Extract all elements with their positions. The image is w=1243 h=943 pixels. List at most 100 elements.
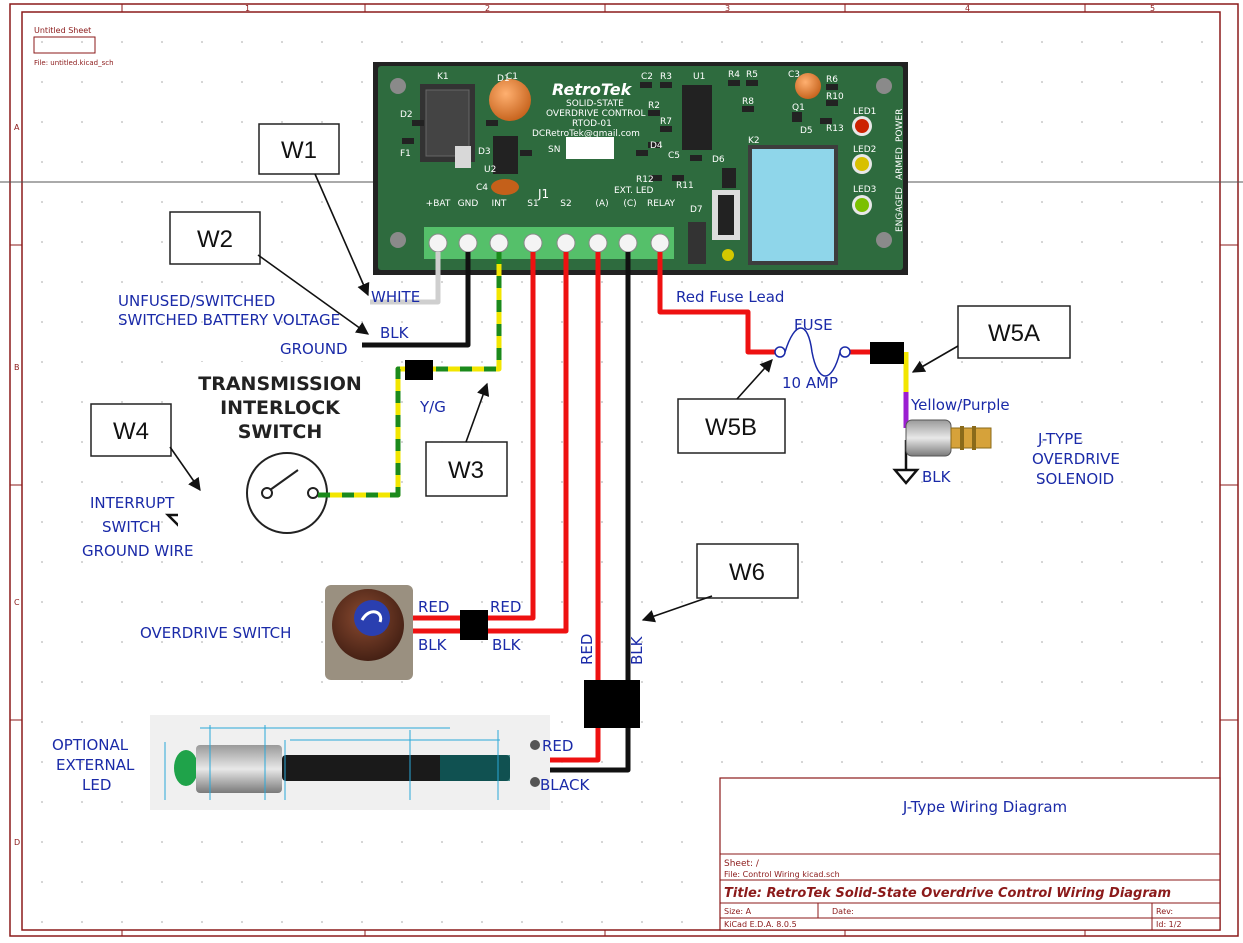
part-d2: D2: [400, 110, 413, 120]
part-r10: R10: [826, 92, 844, 102]
callout-w4[interactable]: W4: [90, 403, 172, 457]
fuse-icon: [774, 327, 851, 377]
border-number-2: 2: [485, 4, 490, 13]
part-u1: U1: [693, 72, 705, 82]
connector-switch: [460, 610, 488, 640]
part-d6: D6: [712, 155, 725, 165]
connector-yg: [405, 360, 433, 380]
sheet-symbol[interactable]: Untitled Sheet File: untitled.kicad_sch: [33, 26, 114, 67]
callout-w4-label: W4: [113, 418, 149, 445]
callout-w5b-label: W5B: [705, 414, 757, 441]
trans-line-2: INTERLOCK: [220, 397, 341, 419]
led1-icon: [855, 119, 869, 133]
trans-line-1: TRANSMISSION: [198, 373, 362, 395]
led-label-engaged: ENGAGED: [895, 187, 905, 232]
pcb-led-labels: POWER ARMED ENGAGED: [895, 109, 905, 232]
part-f1: F1: [400, 149, 411, 159]
pcb-brand: RetroTek: [552, 80, 633, 99]
led2-icon: [855, 157, 869, 171]
sheet-symbol-name: Untitled Sheet: [34, 26, 91, 35]
led3-icon: [855, 198, 869, 212]
wire-relay-red[interactable]: [657, 252, 780, 355]
label-red-left: RED: [418, 598, 449, 616]
part-sn: SN: [548, 145, 560, 155]
label-led-black: BLACK: [540, 776, 590, 794]
label-switched-battery: SWITCHED BATTERY VOLTAGE: [118, 311, 340, 329]
diagram-title: J-Type Wiring Diagram: [902, 798, 1067, 816]
pcb-line-3: RTOD-01: [572, 119, 612, 129]
callout-w5a[interactable]: W5A: [957, 305, 1071, 359]
terminal-s2: S2: [560, 199, 571, 209]
wire-white[interactable]: [370, 252, 441, 305]
label-red-fuse-lead: Red Fuse Lead: [676, 288, 784, 306]
sheet-symbol-file: File: untitled.kicad_sch: [34, 59, 114, 67]
pcb-email: DCRetroTek@gmail.com: [532, 129, 640, 139]
label-blk-left: BLK: [418, 636, 448, 654]
callout-w2-label: W2: [197, 226, 233, 253]
connector-fuse: [870, 342, 904, 364]
connector-led: [584, 680, 640, 728]
label-fuse: FUSE: [794, 316, 833, 334]
callout-w5b[interactable]: W5B: [677, 398, 786, 454]
part-d5: D5: [800, 126, 813, 136]
terminal-c: (C): [623, 199, 636, 209]
wire-led-black[interactable]: [520, 252, 631, 773]
part-d7: D7: [690, 205, 703, 215]
border-letter-a: A: [14, 123, 20, 132]
terminal-bat: +BAT: [426, 199, 451, 209]
label-led-red: RED: [542, 737, 573, 755]
part-led2: LED2: [853, 145, 876, 155]
label-red-right: RED: [490, 598, 521, 616]
terminal-gnd: GND: [458, 199, 479, 209]
wire-ground[interactable]: [362, 252, 471, 348]
part-k2: K2: [748, 136, 760, 146]
label-overdrive-switch: OVERDRIVE SWITCH: [140, 624, 291, 642]
part-r11: R11: [676, 181, 694, 191]
tb-size: Size: A: [724, 907, 752, 916]
part-r13: R13: [826, 124, 844, 134]
part-r4: R4: [728, 70, 740, 80]
terminal-labels: +BAT GND INT S1 S2 (A) (C) RELAY: [426, 199, 676, 209]
part-c2: C2: [641, 72, 653, 82]
ic-u1: [682, 85, 712, 150]
border-number-3: 3: [725, 4, 730, 13]
capacitor-c1: [489, 79, 531, 121]
part-u2: U2: [484, 165, 496, 175]
label-interrupt-3: GROUND WIRE: [82, 542, 194, 560]
label-solenoid-1: J-TYPE: [1037, 430, 1083, 448]
callout-w3-label: W3: [448, 457, 484, 484]
tb-sheet: Sheet: /: [724, 859, 760, 869]
pcb-part-labels: K1 C1 C2 R3 U1 R4 R5 C3 R6 R10 LED1 R2 R…: [400, 70, 876, 215]
part-c3: C3: [788, 70, 800, 80]
tb-title: Title: RetroTek Solid-State Overdrive Co…: [724, 886, 1171, 901]
overdrive-switch-image: [325, 585, 413, 680]
border-number-4: 4: [965, 4, 970, 13]
part-r7: R7: [660, 117, 672, 127]
callout-w3[interactable]: W3: [425, 441, 508, 497]
led-lead-terminals: [530, 740, 540, 787]
label-unfused: UNFUSED/SWITCHED: [118, 292, 275, 310]
label-yg: Y/G: [419, 398, 446, 416]
label-yellow-purple: Yellow/Purple: [910, 396, 1010, 414]
label-solenoid-blk: BLK: [922, 468, 952, 486]
label-blk-right: BLK: [492, 636, 522, 654]
pcb-board: RetroTek SOLID-STATE OVERDRIVE CONTROL R…: [373, 62, 908, 275]
tb-file: File: Control Wiring kicad.sch: [724, 870, 840, 879]
part-d1: D1: [497, 74, 510, 84]
pcb-line-2: OVERDRIVE CONTROL: [546, 109, 646, 119]
led-label-power: POWER: [895, 109, 905, 142]
wire-labels: WHITE UNFUSED/SWITCHED SWITCHED BATTERY …: [52, 288, 1120, 794]
callout-leaders: [169, 173, 959, 623]
callout-w6[interactable]: W6: [696, 543, 799, 599]
part-k1: K1: [437, 72, 449, 82]
callout-w1[interactable]: W1: [258, 123, 340, 175]
callout-w2[interactable]: W2: [169, 211, 261, 265]
label-solenoid-2: OVERDRIVE: [1032, 450, 1120, 468]
trans-line-3: SWITCH: [238, 421, 323, 443]
part-c4: C4: [476, 183, 488, 193]
border-letter-b: B: [14, 363, 20, 372]
pcb-ext-led-label: EXT. LED: [614, 186, 654, 196]
led-label-armed: ARMED: [895, 147, 905, 180]
